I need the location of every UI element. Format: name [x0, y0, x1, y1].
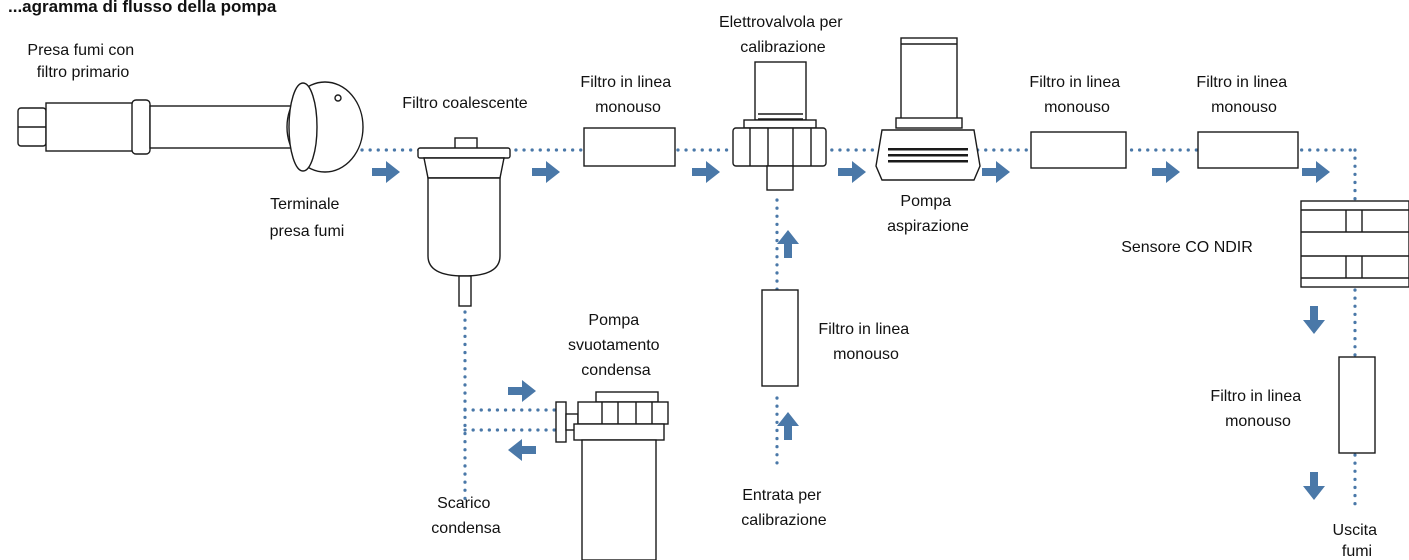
label-filtro-calibrazione: Filtro in linea monouso [818, 321, 913, 363]
label-elettrovalvola: Elettrovalvola per calibrazione [719, 14, 847, 56]
arrow-down-icon [1303, 472, 1325, 500]
filtro-in-linea-1 [583, 127, 676, 167]
label-sensore: Sensore CO NDIR [1121, 239, 1253, 256]
filtro-in-linea-2 [1030, 131, 1127, 169]
diagram-title: ...agramma di flusso della pompa [8, 0, 277, 16]
pompa-aspirazione [875, 37, 981, 181]
label-filtro-1: Filtro in linea monouso [580, 74, 675, 116]
label-filtro-coalescente: Filtro coalescente [402, 95, 527, 112]
elettrovalvola [732, 61, 827, 191]
sensore-co-ndir [1300, 200, 1409, 288]
filtro-in-linea-uscita [1338, 356, 1376, 454]
arrow-right-icon [1302, 161, 1330, 183]
label-presa-fumi: Presa fumi con filtro primario [27, 42, 138, 81]
label-filtro-uscita: Filtro in linea monouso [1210, 388, 1305, 430]
arrow-right-icon [1152, 161, 1180, 183]
arrow-left-icon [508, 439, 536, 461]
filtro-coalescente [417, 137, 511, 307]
label-uscita-fumi: Uscita fumi [1333, 522, 1382, 560]
arrow-up-icon [777, 230, 799, 258]
label-terminale: Terminale presa fumi [270, 196, 345, 240]
arrow-right-icon [838, 161, 866, 183]
arrow-up-icon [777, 412, 799, 440]
flow-lines [360, 148, 1357, 512]
label-scarico-condensa: Scarico condensa [431, 495, 500, 537]
label-entrata-calibrazione: Entrata per calibrazione [741, 487, 826, 529]
filtro-in-linea-calibrazione [761, 289, 799, 387]
arrow-right-icon [982, 161, 1010, 183]
arrow-right-icon [372, 161, 400, 183]
presa-fumi-probe [17, 81, 364, 173]
label-pompa-aspirazione: Pompa aspirazione [887, 193, 969, 235]
filtro-in-linea-3 [1197, 131, 1299, 169]
label-filtro-3: Filtro in linea monouso [1196, 74, 1291, 116]
label-pompa-svuotamento: Pompa svuotamento condensa [568, 312, 664, 379]
pompa-svuotamento-condensa [555, 391, 669, 560]
arrow-right-icon [692, 161, 720, 183]
arrow-right-icon [532, 161, 560, 183]
arrow-down-icon [1303, 306, 1325, 334]
arrow-right-icon [508, 380, 536, 402]
flow-arrows [372, 161, 1330, 500]
label-filtro-2: Filtro in linea monouso [1029, 74, 1124, 116]
